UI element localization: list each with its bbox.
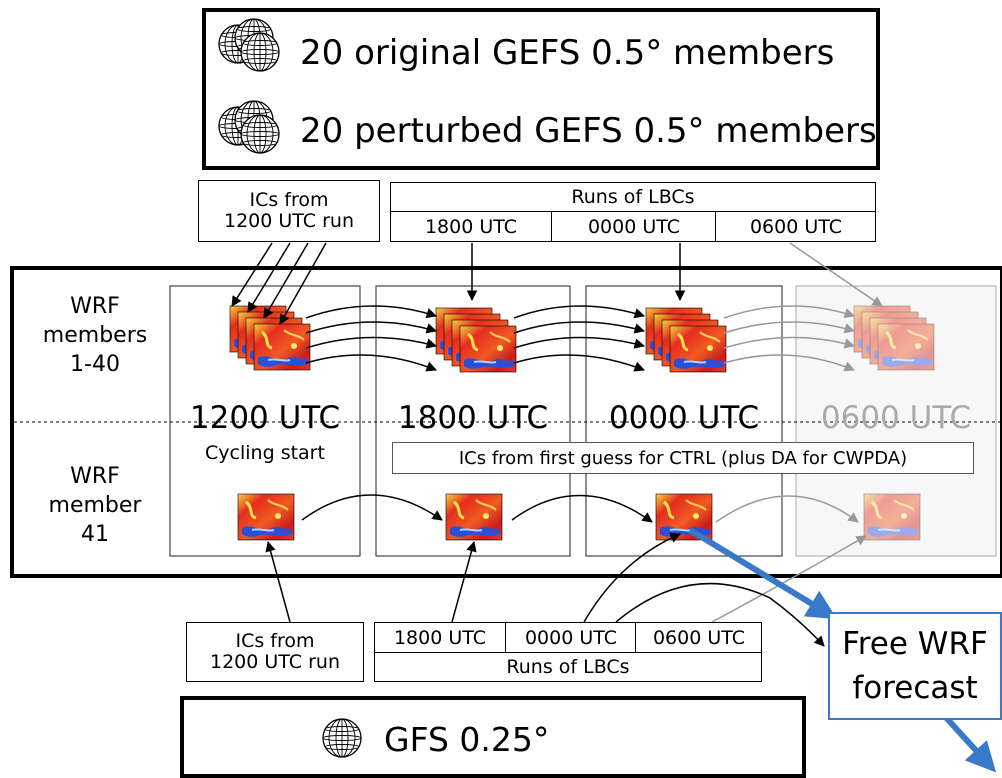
lbc-arrow-0600 — [789, 242, 883, 307]
free-forecast-box: Free WRF forecast — [828, 612, 1002, 720]
lbc-bottom-arrow-1800 — [451, 540, 477, 623]
lbc-bottom-time-2: 0000 UTC — [505, 623, 636, 652]
m41-arrow-3 — [715, 495, 859, 523]
free-forecast-line1: Free WRF — [842, 626, 988, 662]
gefs-members-box: 20 original GEFS 0.5° members 20 perturb… — [202, 8, 880, 170]
ics-bottom-arrow — [265, 540, 291, 623]
lbc-bottom-arrow-0600 — [711, 535, 867, 623]
m41-arrow-1 — [301, 494, 443, 521]
lbc-top-time-1: 1800 UTC — [424, 215, 518, 238]
wrf-frame — [10, 266, 1002, 578]
ics-bottom-box: ICs from 1200 UTC run — [186, 622, 364, 682]
ics-bottom-line2: 1200 UTC run — [210, 651, 340, 673]
ics-bottom-line1: ICs from — [235, 630, 315, 652]
free-forecast-line2: forecast — [852, 670, 978, 706]
lbc-top-time-3: 0600 UTC — [715, 212, 876, 241]
panel-subtitle-1200: Cycling start — [205, 442, 325, 464]
lbc-bottom-arrow-0000 — [583, 532, 681, 623]
lbc-bottom-time-1: 1800 UTC — [393, 626, 487, 649]
ics-top-arrows — [231, 242, 327, 325]
wrf-member41-label: WRF member 41 — [48, 464, 142, 547]
heatmap-member41-1800 — [444, 492, 504, 542]
gefs-perturbed-label: 20 perturbed GEFS 0.5° members — [300, 111, 877, 151]
lbc-bottom-box: 1800 UTC 0000 UTC 0600 UTC Runs of LBCs — [374, 622, 762, 682]
ics-top-box: ICs from 1200 UTC run — [198, 180, 380, 242]
panel-title-1800: 1800 UTC — [397, 400, 549, 436]
lbc-bottom-time-3: 0600 UTC — [635, 623, 762, 652]
ics-top-line2: 1200 UTC run — [224, 210, 354, 232]
lbc-top-box: Runs of LBCs 1800 UTC 0000 UTC 0600 UTC — [390, 182, 876, 242]
forecast-arrow-in — [688, 527, 838, 620]
panel-title-1200: 1200 UTC — [189, 400, 341, 436]
cycle-arrows-1 — [305, 305, 438, 372]
lbc-top-title: Runs of LBCs — [571, 185, 695, 208]
heatmap-member41-1200 — [236, 492, 296, 542]
panel-title-0000: 0000 UTC — [608, 400, 760, 436]
wrf-members-label: WRF members 1-40 — [42, 294, 148, 377]
gefs-original-label: 20 original GEFS 0.5° members — [300, 33, 835, 73]
panel-title-0600: 0600 UTC — [820, 400, 972, 436]
cycle-arrows-3 — [723, 305, 856, 372]
gfs-box: GFS 0.25° — [180, 696, 806, 778]
ics-top-line1: ICs from — [249, 189, 329, 211]
m41-arrow-2 — [511, 494, 653, 523]
lbc-to-forecast-arrow — [615, 582, 825, 647]
lbc-bottom-title: Runs of LBCs — [506, 655, 630, 678]
cycle-arrows-2 — [513, 305, 646, 372]
gfs-label: GFS 0.25° — [384, 719, 550, 759]
heatmap-member41-0600 — [862, 492, 922, 542]
first-guess-note: ICs from first guess for CTRL (plus DA f… — [392, 442, 974, 474]
lbc-top-time-2: 0000 UTC — [551, 212, 716, 241]
heatmap-member41-0000 — [654, 492, 714, 542]
